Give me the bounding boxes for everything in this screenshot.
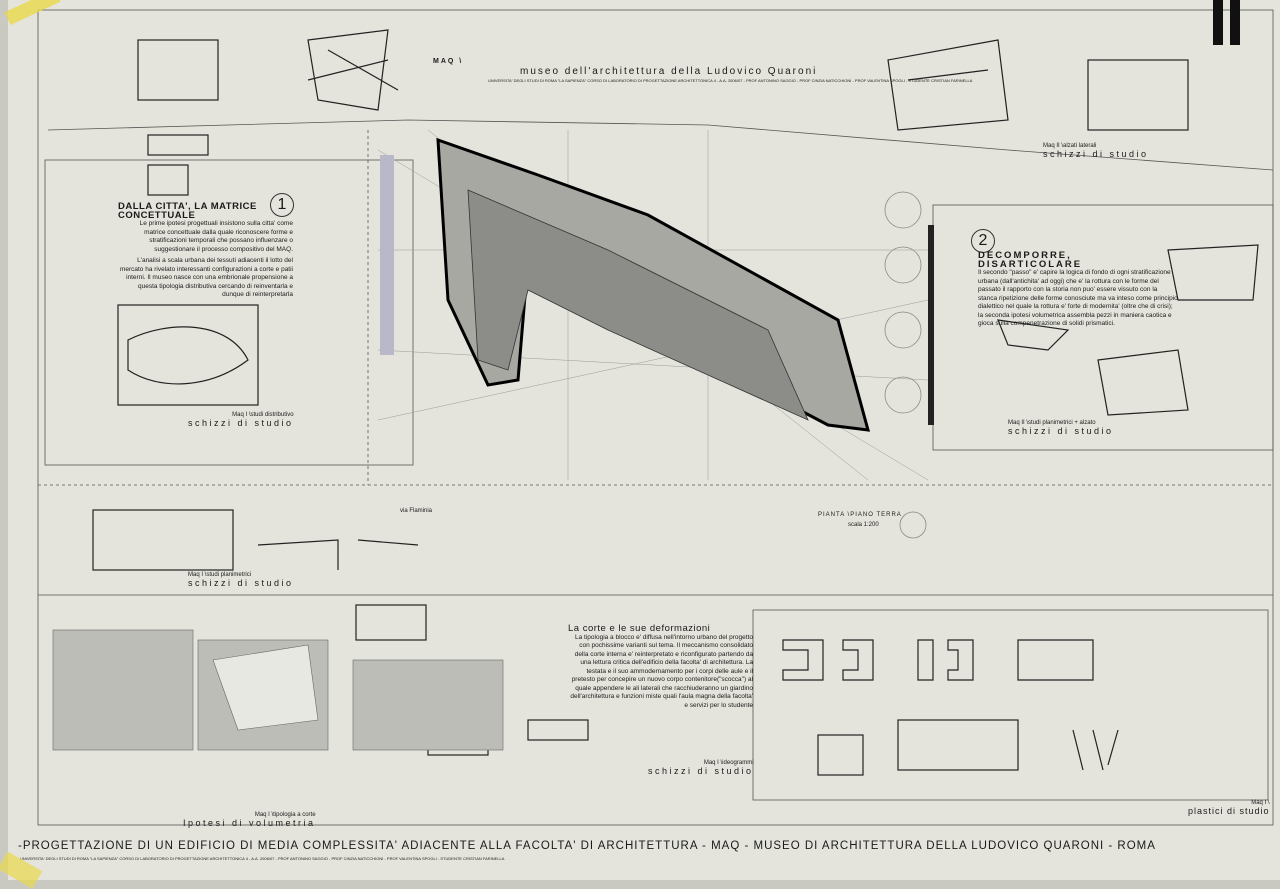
section2-heading: DECOMPORRE, DISARTICOLARE (978, 250, 1083, 270)
section1-heading: DALLA CITTA', LA MATRICE CONCETTUALE (118, 201, 257, 221)
section-number-1: 1 (270, 193, 294, 217)
footer-credits: UNIVERSITA' DEGLI STUDI DI ROMA "LA SAPI… (20, 856, 505, 861)
plan-scale: scala 1:200 (848, 522, 879, 528)
header-credits: UNIVERSITA' DEGLI STUDI DI ROMA "LA SAPI… (488, 78, 973, 83)
section1-text: DALLA CITTA', LA MATRICE CONCETTUALE Le … (118, 201, 293, 300)
project-code: MAQ \ (433, 58, 464, 65)
plan-title: PIANTA \PIANO TERRA (818, 512, 902, 518)
architectural-drawings (37, 0, 1274, 826)
project-title: museo dell'architettura della Ludovico Q… (520, 66, 818, 77)
section-number-2: 2 (971, 229, 995, 253)
section2-paragraph: Il secondo "passo" e' capire la logica d… (978, 269, 1178, 327)
section1-paragraph-1: Le prime ipotesi progettuali insistono s… (139, 220, 293, 253)
street-label: via Flaminia (400, 508, 433, 514)
section1-paragraph-2: L'analisi a scala urbana dei tessuti adi… (119, 257, 293, 298)
section3-paragraph: La tipologia a blocco e' diffusa nell'in… (570, 633, 753, 709)
section2-text: DECOMPORRE, DISARTICOLARE Il secondo "pa… (978, 250, 1178, 329)
section3-heading: La corte e le sue deformazioni (568, 623, 711, 634)
footer-title: -PROGETTAZIONE DI UN EDIFICIO DI MEDIA C… (18, 840, 1156, 852)
section3-text: La corte e le sue deformazioni La tipolo… (568, 623, 753, 710)
poster-sheet: MAQ \ museo dell'architettura della Ludo… (8, 0, 1280, 880)
caption-plastici: Maq I \plastici di studio (1188, 800, 1270, 816)
